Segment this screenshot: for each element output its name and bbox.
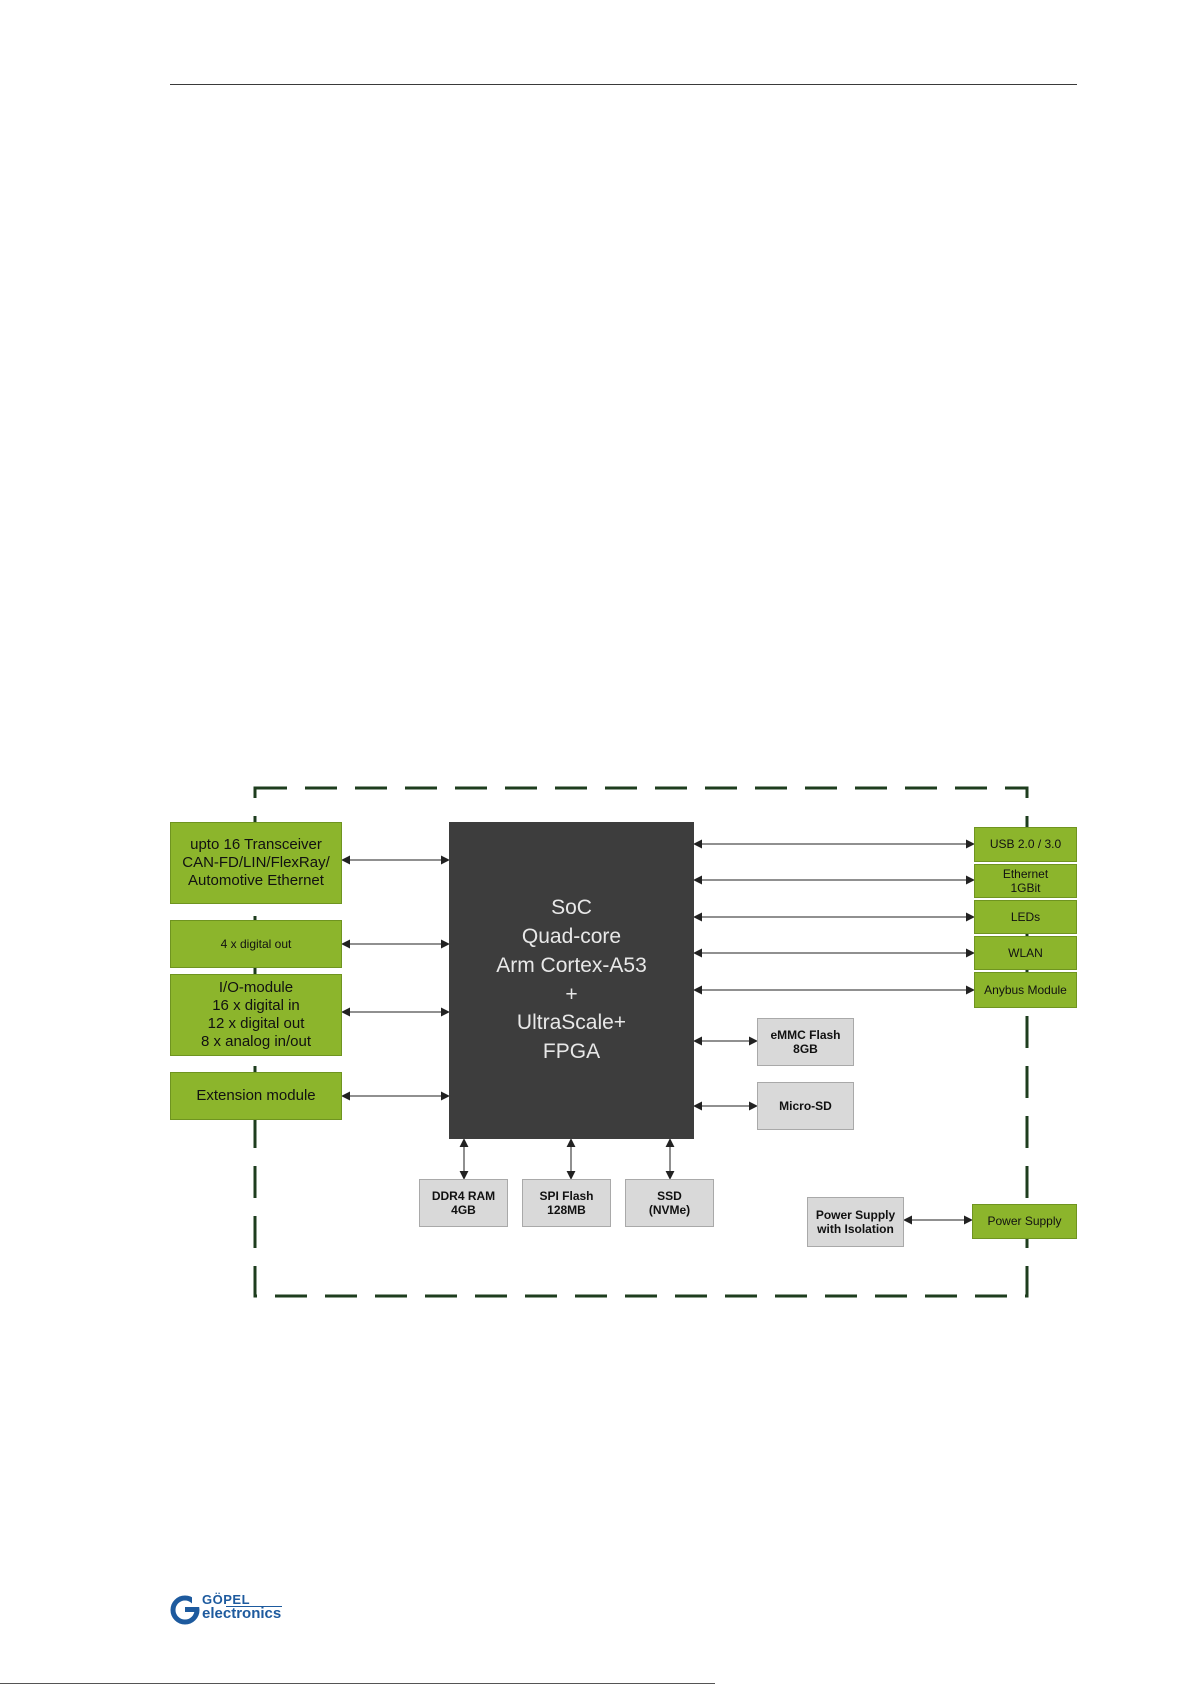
interface-line: 1GBit — [1010, 881, 1041, 895]
power-supply-isolation: Power Supply with Isolation — [807, 1197, 904, 1247]
logo-text-bottom: electronics — [202, 1605, 282, 1622]
power-supply-external: Power Supply — [972, 1204, 1077, 1239]
module-line: 8 x analog in/out — [200, 1033, 312, 1050]
interface-anybus: Anybus Module — [974, 972, 1077, 1008]
soc-line: UltraScale+ — [516, 1011, 627, 1035]
module-line: I/O-module — [218, 979, 294, 996]
interface-line: WLAN — [1008, 945, 1043, 960]
storage-line: 128MB — [547, 1203, 586, 1217]
module-transceiver: upto 16 Transceiver CAN-FD/LIN/FlexRay/ … — [170, 822, 342, 904]
storage-microsd: Micro-SD — [757, 1082, 854, 1130]
soc-line: SoC — [551, 895, 592, 919]
storage-emmc: eMMC Flash 8GB — [757, 1018, 854, 1066]
interface-usb: USB 2.0 / 3.0 — [974, 827, 1077, 862]
module-line: Automotive Ethernet — [188, 872, 324, 889]
storage-line: SPI Flash — [539, 1188, 594, 1203]
module-line: 16 x digital in — [212, 997, 300, 1014]
storage-line: eMMC Flash — [770, 1027, 841, 1042]
soc-line: + — [565, 982, 578, 1006]
goepel-logo: GÖPEL electronics — [170, 1592, 290, 1628]
module-io: I/O-module 16 x digital in 12 x digital … — [170, 974, 342, 1056]
interface-wlan: WLAN — [974, 936, 1077, 970]
logo-rule — [226, 1606, 282, 1607]
storage-spi-flash: SPI Flash 128MB — [522, 1179, 611, 1227]
storage-line: SSD — [657, 1188, 682, 1203]
soc-line: Quad-core — [521, 924, 622, 948]
logo-text-top: GÖPEL — [202, 1592, 251, 1607]
interface-line: USB 2.0 / 3.0 — [989, 837, 1062, 852]
power-line: Power Supply — [987, 1214, 1062, 1229]
soc-line: FPGA — [542, 1040, 601, 1064]
module-line: Extension module — [196, 1087, 316, 1104]
footer-rule — [0, 1683, 715, 1684]
interface-ethernet: Ethernet 1GBit — [974, 864, 1077, 898]
module-extension: Extension module — [170, 1072, 342, 1120]
storage-ddr4: DDR4 RAM 4GB — [419, 1179, 508, 1227]
storage-line: 4GB — [451, 1203, 476, 1217]
soc-line: Arm Cortex-A53 — [496, 953, 647, 977]
module-line: 12 x digital out — [207, 1015, 305, 1032]
interface-leds: LEDs — [974, 900, 1077, 934]
logo-mark-icon — [170, 1595, 200, 1625]
power-line: with Isolation — [817, 1222, 894, 1236]
storage-ssd: SSD (NVMe) — [625, 1179, 714, 1227]
interface-line: Ethernet — [1002, 866, 1049, 881]
storage-line: DDR4 RAM — [431, 1188, 496, 1203]
module-line: 4 x digital out — [220, 936, 292, 951]
module-line: upto 16 Transceiver — [190, 836, 322, 853]
storage-line: 8GB — [793, 1042, 818, 1056]
storage-line: Micro-SD — [779, 1098, 832, 1113]
module-digital-out: 4 x digital out — [170, 920, 342, 968]
interface-line: LEDs — [1010, 909, 1041, 924]
soc-block: SoC Quad-core Arm Cortex-A53 + UltraScal… — [449, 822, 694, 1139]
storage-line: (NVMe) — [648, 1203, 691, 1217]
module-line: CAN-FD/LIN/FlexRay/ — [182, 854, 330, 871]
header-rule — [170, 84, 1077, 85]
interface-line: Anybus Module — [984, 982, 1067, 997]
power-line: Power Supply — [815, 1207, 896, 1222]
